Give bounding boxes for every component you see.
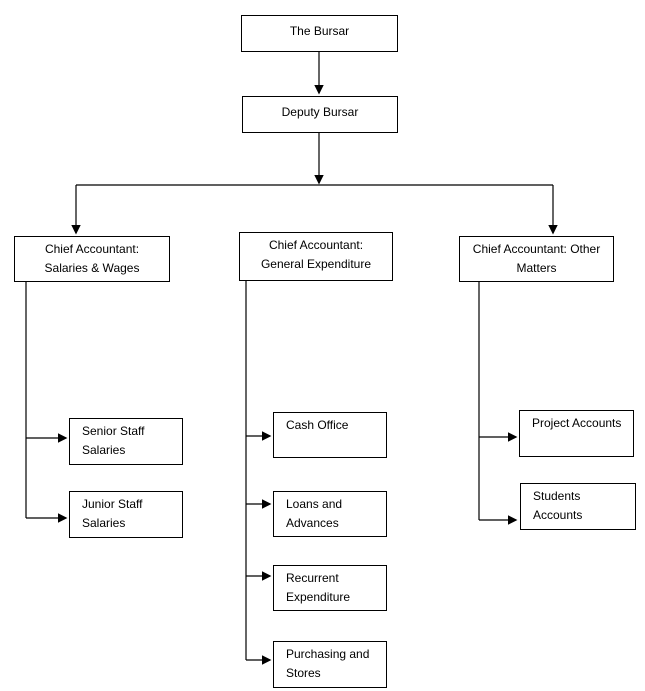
- node-project-accounts: Project Accounts: [519, 410, 634, 457]
- node-label-line2: Expenditure: [286, 590, 351, 604]
- node-label-line2: Salaries: [82, 443, 126, 457]
- node-label-line1: Junior Staff: [82, 497, 143, 511]
- node-label-line2: Accounts: [533, 508, 583, 522]
- node-label-line1: Purchasing and: [286, 647, 370, 661]
- node-label-line2: General Expenditure: [260, 257, 372, 271]
- node-label-line2: Salaries: [82, 516, 126, 530]
- node-label-line1: Chief Accountant: Other: [472, 242, 601, 256]
- node-chief-accountant-other-matters: Chief Accountant: Other Matters: [459, 236, 614, 282]
- node-label: Project Accounts: [532, 416, 622, 430]
- node-label-line1: Recurrent: [286, 571, 339, 585]
- node-the-bursar: The Bursar: [241, 15, 398, 52]
- node-label: Deputy Bursar: [281, 105, 359, 119]
- node-label: Cash Office: [286, 418, 349, 432]
- node-label-line1: Loans and: [286, 497, 343, 511]
- node-label-line1: Chief Accountant:: [44, 242, 140, 256]
- node-label-line1: Chief Accountant:: [268, 238, 364, 252]
- node-junior-staff-salaries: Junior Staff Salaries: [69, 491, 183, 538]
- node-recurrent-expenditure: Recurrent Expenditure: [273, 565, 387, 611]
- node-purchasing-and-stores: Purchasing and Stores: [273, 641, 387, 688]
- node-label-line2: Stores: [286, 666, 321, 680]
- node-label-line1: Students: [533, 489, 581, 503]
- node-label-line2: Advances: [286, 516, 339, 530]
- node-label-line2: Matters: [516, 261, 557, 275]
- node-label-line1: Senior Staff: [82, 424, 145, 438]
- node-chief-accountant-salaries-wages: Chief Accountant: Salaries & Wages: [14, 236, 170, 282]
- node-deputy-bursar: Deputy Bursar: [242, 96, 398, 133]
- node-students-accounts: Students Accounts: [520, 483, 636, 530]
- node-label-line2: Salaries & Wages: [44, 261, 140, 275]
- node-chief-accountant-general-expenditure: Chief Accountant: General Expenditure: [239, 232, 393, 281]
- node-loans-and-advances: Loans and Advances: [273, 491, 387, 537]
- node-label: The Bursar: [289, 24, 350, 38]
- node-senior-staff-salaries: Senior Staff Salaries: [69, 418, 183, 465]
- node-cash-office: Cash Office: [273, 412, 387, 458]
